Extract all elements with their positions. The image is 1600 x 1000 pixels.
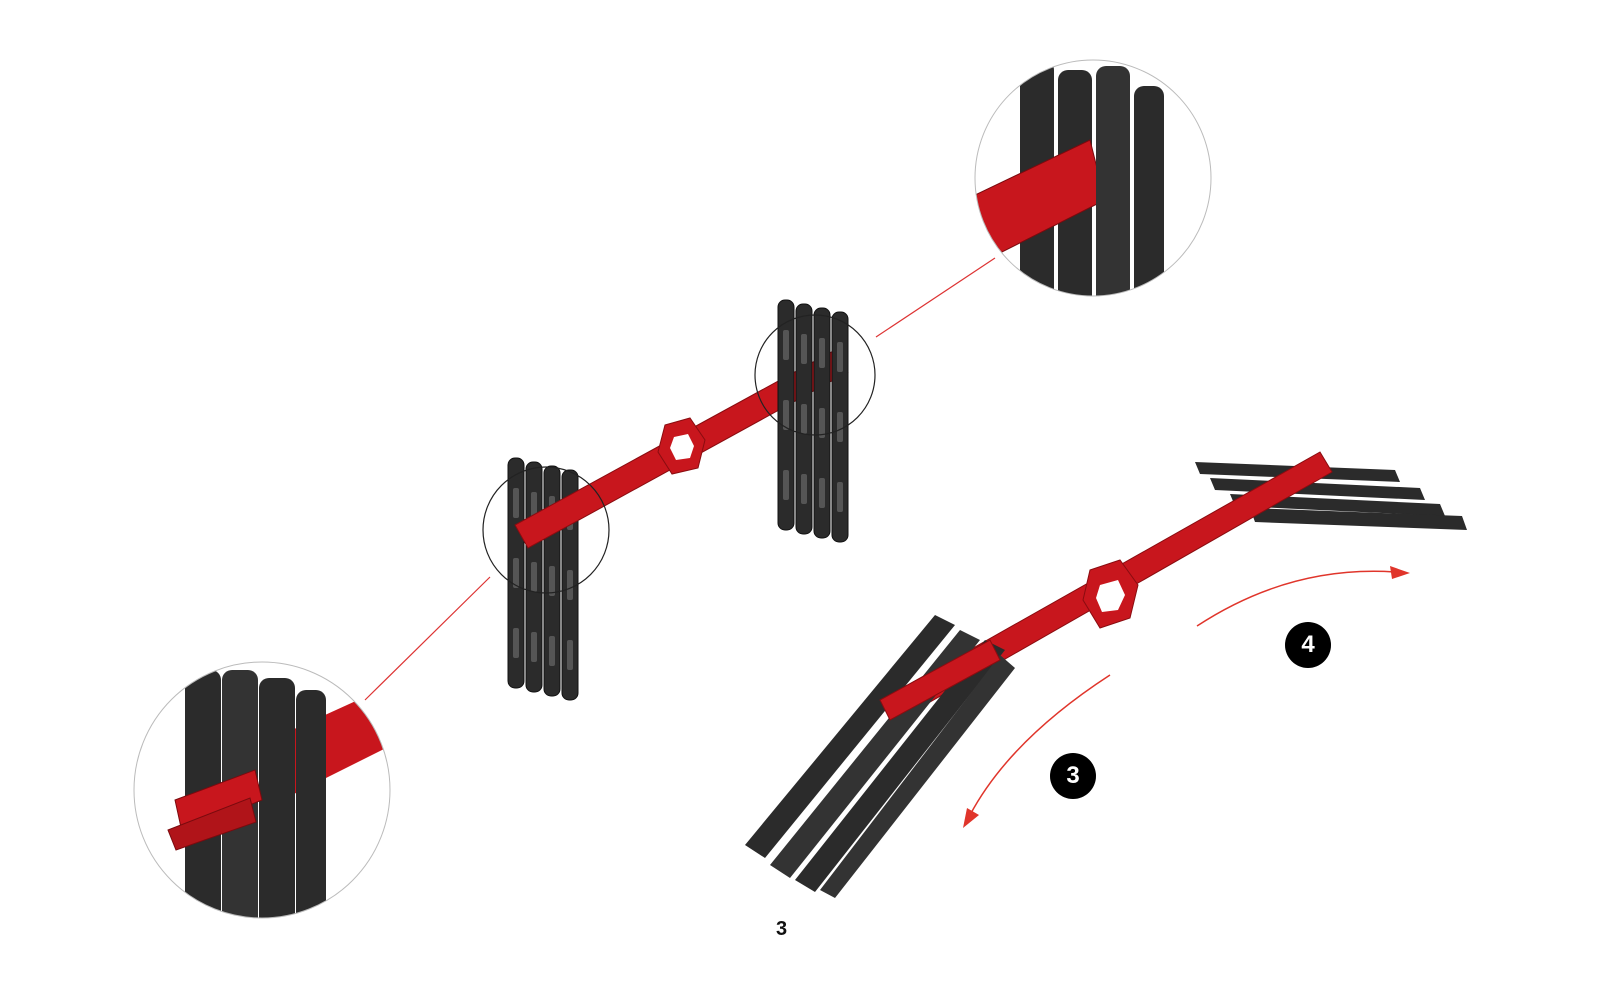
zoom-detail-bottom xyxy=(134,662,390,918)
rotation-arrow-4 xyxy=(1196,570,1396,627)
zoom-circle-bottom xyxy=(133,661,391,919)
page-number: 3 xyxy=(776,918,788,940)
right-panel-stack xyxy=(777,299,849,543)
zoom-circle-top xyxy=(974,59,1212,297)
arrowhead-4 xyxy=(1390,566,1410,579)
detail-marker-left xyxy=(482,466,610,594)
rotation-arrow-3 xyxy=(969,674,1111,816)
bottom-left-panel-stack xyxy=(745,615,1015,898)
rotated-assembly xyxy=(745,451,1467,898)
center-assembly xyxy=(482,299,876,701)
leader-line-bottom xyxy=(364,576,491,701)
arrowhead-3 xyxy=(963,808,979,828)
detail-marker-right xyxy=(754,314,876,436)
left-panel-stack xyxy=(507,457,579,701)
zoom-detail-top xyxy=(975,60,1211,296)
step-badge-3: 3 xyxy=(1050,753,1096,799)
leader-line-top xyxy=(875,257,996,338)
step-badge-4: 4 xyxy=(1285,622,1331,668)
